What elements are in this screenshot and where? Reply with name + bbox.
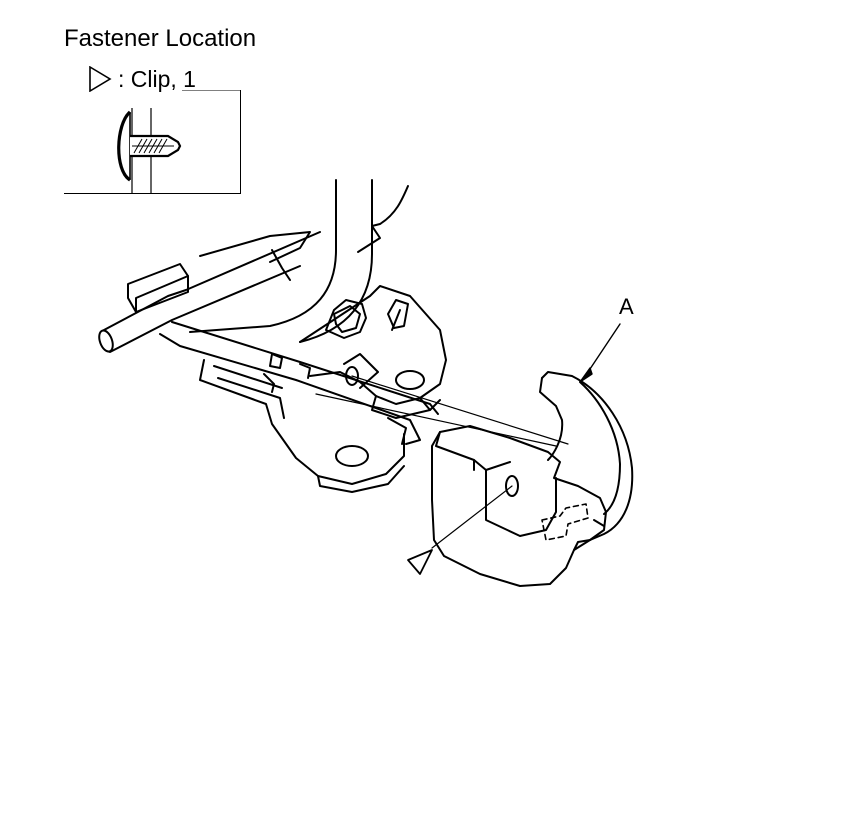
callout-label-a: A [619,294,634,319]
seat-frame-tube [189,179,409,343]
cover-a [539,371,634,551]
hollow-triangle-icon [89,66,112,92]
seat-adjuster-rod [98,231,321,353]
lower-seat-rail [159,321,439,493]
callout-a-leader [579,323,621,383]
legend-label: : Clip, 1 [118,66,196,92]
clip-marker-icon [407,549,433,575]
cover-block [431,425,607,587]
fastener-legend: : Clip, 1 [88,64,196,94]
page-title: Fastener Location [64,25,257,52]
push-clip-icon [117,108,182,193]
alignment-lines [315,375,569,549]
clip-detail-inset [64,90,241,194]
